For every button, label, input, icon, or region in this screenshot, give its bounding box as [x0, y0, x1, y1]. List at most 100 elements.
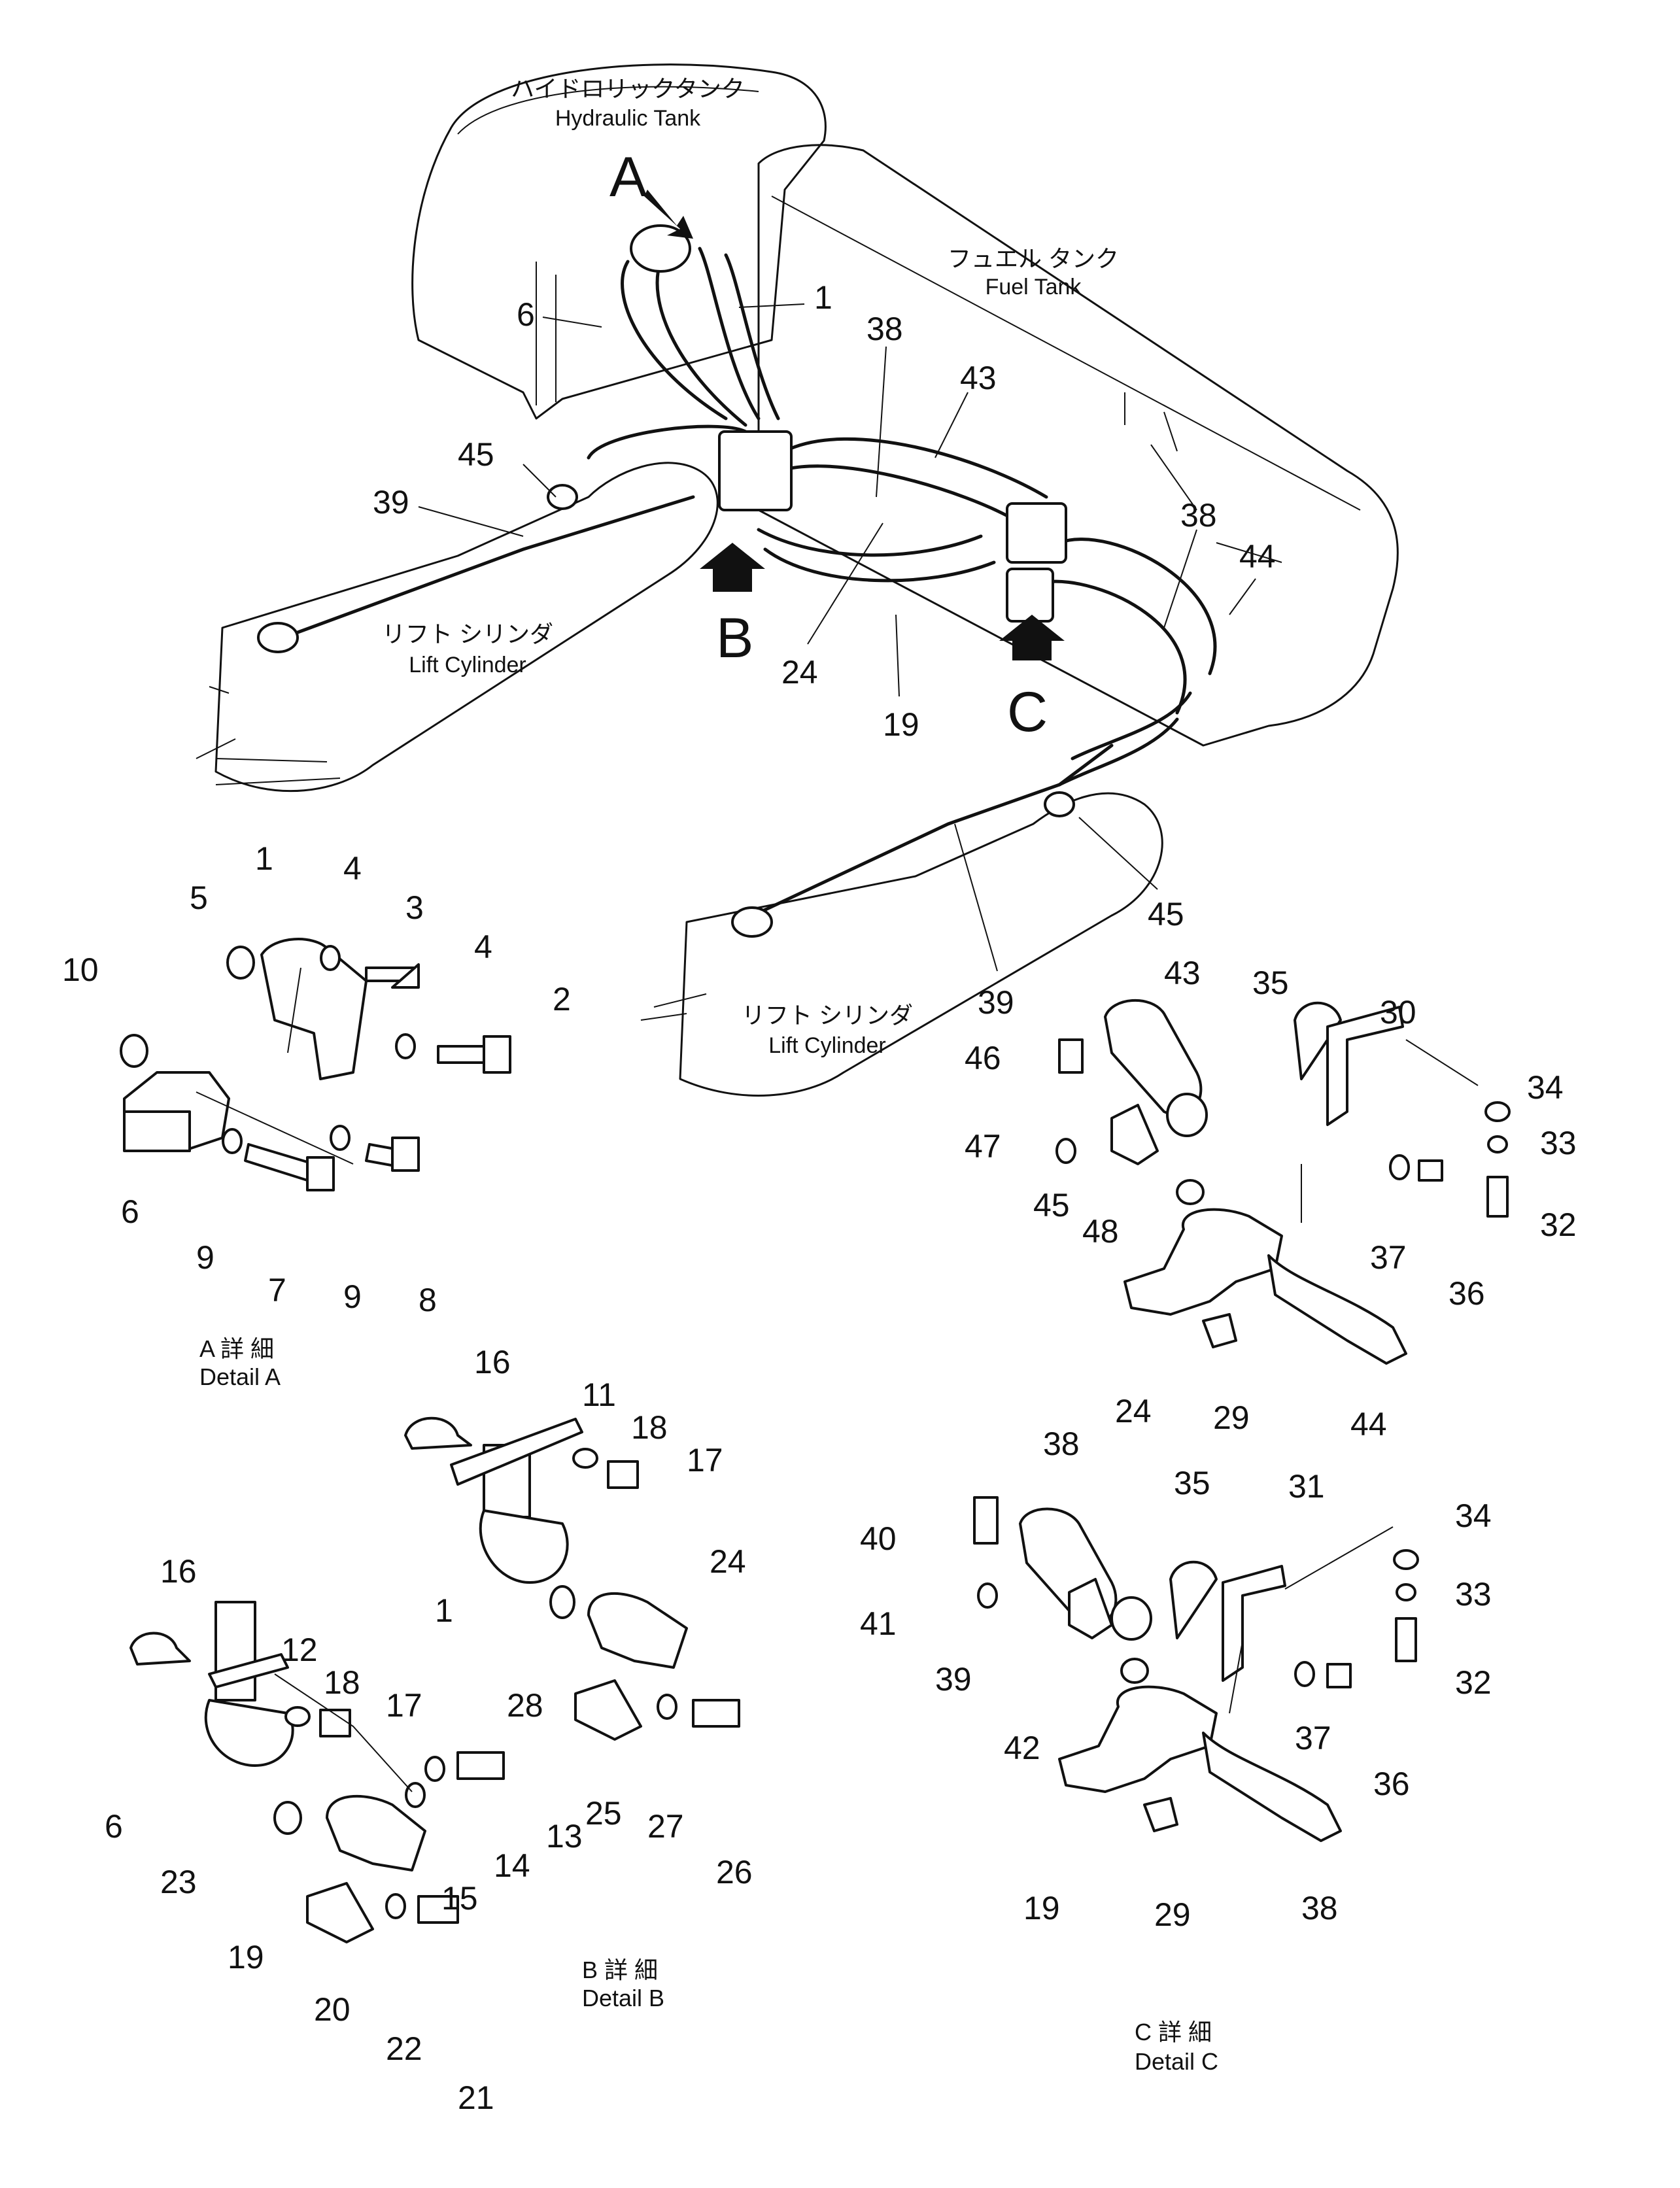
lift-cylinder-left-jp-label: リフト シリンダ — [382, 621, 553, 647]
detail-c-callout-31: 31 — [1288, 1468, 1325, 1505]
detail-c-callout-33: 33 — [1455, 1576, 1492, 1613]
fuel-tank-outline — [757, 144, 1399, 747]
detail-c-callout-32: 32 — [1455, 1664, 1492, 1701]
detail-c-callout-37: 37 — [1295, 1720, 1331, 1756]
detail-b-callout-21: 21 — [458, 2079, 494, 2116]
detail-b-label-en: Detail B — [582, 1985, 664, 2011]
detail-a-callout-6: 6 — [121, 1193, 139, 1230]
detail-b-callout-11: 11 — [582, 1376, 616, 1413]
detail-b-callout-18: 18 — [631, 1409, 668, 1446]
detail-b-callout-20: 20 — [314, 1991, 351, 2028]
hydraulic-tank-en-label: Hydraulic Tank — [555, 106, 701, 131]
detail-c-upper-callout-24: 24 — [1115, 1393, 1152, 1429]
detail-b-callout-15: 15 — [441, 1880, 478, 1917]
callout-39: 39 — [373, 484, 409, 521]
callout-39-right: 39 — [978, 984, 1014, 1021]
fuel-tank-en-label: Fuel Tank — [986, 275, 1082, 299]
detail-b-callout-1: 1 — [435, 1592, 453, 1629]
lift-cylinder-left-en-label: Lift Cylinder — [409, 653, 526, 677]
detail-c-callout-36: 36 — [1373, 1766, 1410, 1802]
arrow-b-icon — [700, 543, 765, 592]
fuel-tank-jp-label: フュエル タンク — [948, 245, 1119, 272]
detail-b-callout-13: 13 — [546, 1818, 583, 1855]
hydraulic-tank-outline — [411, 63, 827, 420]
callout-43: 43 — [960, 360, 997, 396]
detail-c-callout-29: 29 — [1154, 1896, 1191, 1933]
detail-c-upper-callout-36: 36 — [1449, 1275, 1485, 1312]
detail-c-callout-38b: 38 — [1301, 1890, 1338, 1926]
detail-c-upper-callout-46: 46 — [965, 1040, 1001, 1076]
detail-c-label-en: Detail C — [1135, 2048, 1218, 2075]
view-letter-b: B — [716, 607, 753, 670]
detail-a-label-jp: A 詳 細 — [199, 1335, 274, 1362]
detail-b-callout-16: 16 — [474, 1344, 511, 1380]
detail-a-callout-2: 2 — [553, 981, 571, 1017]
detail-a-callout-4b: 4 — [474, 929, 492, 965]
detail-c-upper-callout-37: 37 — [1370, 1239, 1407, 1276]
detail-b-callout-25: 25 — [585, 1795, 622, 1832]
detail-b-label-jp: B 詳 細 — [582, 1957, 658, 1983]
detail-c-upper-callout-32: 32 — [1540, 1206, 1577, 1243]
detail-a-callout-5: 5 — [190, 880, 208, 916]
detail-b-callout-12: 12 — [281, 1632, 318, 1668]
detail-b-callout-16b: 16 — [160, 1553, 197, 1590]
detail-c-upper-callout-43: 43 — [1164, 955, 1201, 991]
detail-c-upper-callout-45: 45 — [1033, 1187, 1070, 1223]
arrow-a-icon — [644, 190, 693, 239]
lift-cylinder-right-en-label: Lift Cylinder — [768, 1033, 886, 1058]
lift-cylinder-right — [679, 792, 1163, 1097]
detail-c-lower: 38 35 31 34 40 33 41 39 32 42 37 36 19 2… — [860, 1426, 1492, 2075]
detail-b-callout-24: 24 — [710, 1543, 746, 1580]
detail-a-callout-9: 9 — [196, 1239, 214, 1276]
detail-c-upper-callout-48: 48 — [1082, 1213, 1119, 1250]
detail-b-callout-17b: 17 — [386, 1687, 422, 1724]
detail-a-callout-9b: 9 — [343, 1278, 362, 1315]
detail-a-callout-8: 8 — [419, 1282, 437, 1318]
detail-a-callout-4: 4 — [343, 850, 362, 887]
detail-a: 10 5 1 4 3 4 2 6 9 7 9 8 A 詳 細 Detail A — [62, 840, 571, 1390]
hydraulic-tank-jp-label: ハイドロリックタンク — [511, 75, 745, 102]
callout-1: 1 — [814, 279, 832, 316]
detail-c-upper: 43 35 30 34 46 33 47 45 32 48 37 36 24 2… — [965, 955, 1577, 1443]
main-assembly-view: ハイドロリックタンク Hydraulic Tank フュエル タンク Fuel … — [196, 63, 1399, 1097]
arrow-c-icon — [999, 615, 1065, 660]
callout-24: 24 — [781, 654, 818, 691]
detail-b-callout-19: 19 — [228, 1939, 264, 1975]
detail-c-upper-callout-29: 29 — [1213, 1399, 1250, 1436]
detail-a-callout-1: 1 — [255, 840, 273, 877]
detail-c-callout-38: 38 — [1043, 1426, 1080, 1462]
detail-c-label-jp: C 詳 細 — [1135, 2019, 1212, 2045]
detail-a-callout-10: 10 — [62, 951, 99, 988]
lift-cylinder-right-jp-label: リフト シリンダ — [742, 1002, 913, 1029]
callout-44: 44 — [1239, 538, 1276, 575]
detail-b-callout-28: 28 — [507, 1687, 543, 1724]
detail-a-label-en: Detail A — [199, 1363, 281, 1390]
detail-a-callout-7: 7 — [268, 1272, 286, 1308]
view-letter-c: C — [1007, 681, 1048, 744]
detail-c-callout-40: 40 — [860, 1520, 897, 1557]
detail-b-callout-22: 22 — [386, 2030, 422, 2067]
detail-c-upper-callout-30: 30 — [1380, 994, 1416, 1031]
detail-b-callout-6: 6 — [105, 1808, 123, 1845]
detail-c-callout-41: 41 — [860, 1605, 897, 1642]
detail-c-callout-34: 34 — [1455, 1497, 1492, 1534]
detail-a-callout-3: 3 — [405, 889, 424, 926]
lift-cylinder-left — [214, 462, 719, 793]
detail-c-upper-callout-35: 35 — [1252, 965, 1289, 1001]
detail-c-callout-35: 35 — [1174, 1465, 1210, 1501]
detail-c-upper-callout-47: 47 — [965, 1128, 1001, 1165]
detail-b-callout-26: 26 — [716, 1854, 753, 1890]
callout-38-right: 38 — [1180, 497, 1217, 534]
detail-b-callout-14: 14 — [494, 1847, 530, 1884]
detail-c-upper-callout-34: 34 — [1527, 1069, 1564, 1106]
callout-45-right: 45 — [1148, 896, 1184, 932]
detail-b-callout-27: 27 — [647, 1808, 684, 1845]
detail-c-callout-42: 42 — [1004, 1730, 1040, 1766]
callout-45: 45 — [458, 436, 494, 473]
detail-c-upper-callout-33: 33 — [1540, 1125, 1577, 1161]
callout-19: 19 — [883, 706, 919, 743]
callout-6: 6 — [517, 296, 535, 333]
detail-c-callout-19: 19 — [1023, 1890, 1060, 1926]
callout-38: 38 — [866, 311, 903, 347]
